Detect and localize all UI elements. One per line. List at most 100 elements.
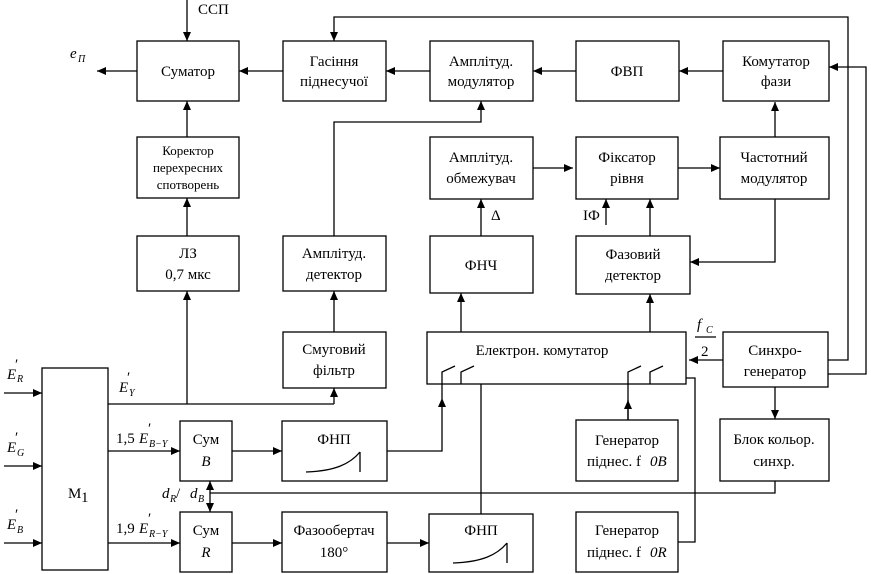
response-curve-top-icon (305, 451, 361, 473)
input-eb-label: E (6, 517, 16, 533)
gen-r-line1: Генератор (595, 523, 659, 539)
phase-switch-block (722, 40, 830, 102)
amplitude-modulator-line2: модулятор (448, 74, 515, 90)
amplitude-limiter-block (429, 136, 534, 200)
hf-predistortion-block (575, 40, 680, 102)
gen-r-sub: 0R (650, 545, 667, 561)
sum-b-block (179, 420, 233, 482)
sync-generator-line1: Синхро- (748, 343, 802, 359)
fraction-denominator: 2 (701, 344, 709, 360)
cross-distortion-corrector-block (136, 136, 240, 199)
db-label: d (190, 486, 198, 502)
phase-inverter-line1: Фазообертач (293, 523, 375, 539)
gen-b-line1: Генератор (595, 433, 659, 449)
phase-detector-line1: Фазовий (606, 247, 661, 263)
ry-sub: R−Y (148, 529, 169, 540)
delay-line-line2: 0,7 мкс (165, 267, 211, 283)
hf-predistortion-top-block (281, 420, 388, 482)
phase-inverter-block (281, 511, 388, 573)
input-eg-sub: G (17, 448, 24, 459)
corrector-line3: спотворень (157, 177, 220, 192)
phase-detector-block (575, 235, 691, 295)
sum-r-block (179, 511, 233, 573)
dr-db-slash: / (176, 486, 181, 502)
switch-contact-mid (460, 365, 475, 384)
gen-b-sub: 0B (650, 454, 667, 470)
phase-inverter-line2: 180° (320, 545, 349, 561)
level-clamp-block (575, 136, 679, 200)
amplitude-detector-block (282, 235, 387, 292)
ry-coef: 1,9 (116, 521, 135, 537)
switch-contact-left (441, 365, 456, 384)
adder-label: Суматор (161, 64, 215, 80)
corrector-line1: Коректор (162, 143, 213, 158)
electronic-switch-block (426, 331, 687, 385)
subcarrier-blanking-block (282, 40, 387, 102)
color-sync-line1: Блок кольор. (733, 432, 814, 448)
lowpass-filter-label: ФНЧ (465, 258, 498, 274)
phase-switch-line1: Комутатор (742, 54, 810, 70)
phase-detector-line2: детектор (605, 268, 661, 284)
ry-prime: ′ (148, 511, 151, 527)
input-er-sub: R (16, 374, 23, 385)
matrix-label-sub: 1 (81, 490, 89, 506)
delta-label: Δ (491, 208, 501, 224)
ry-signal: E (138, 521, 148, 537)
output-signal-label: e (70, 46, 77, 62)
matrix-block (41, 367, 109, 571)
hf-filter-top-label: ФНП (317, 432, 351, 448)
bandpass-filter-block (282, 331, 387, 389)
sum-r-line1: Сум (193, 523, 220, 539)
db-sub: B (198, 494, 204, 505)
subcarrier-blanking-line1: Гасіння (310, 54, 359, 70)
bandpass-filter-line1: Смуговий (302, 342, 365, 358)
amplitude-limiter-line1: Амплітуд. (449, 150, 513, 166)
subcarrier-gen-r-block (575, 511, 679, 573)
input-eg-prime: ′ (15, 430, 18, 446)
corrector-line2: перехресних (153, 160, 224, 175)
level-clamp-line2: рівня (610, 171, 644, 187)
by-coef: 1,5 (116, 431, 135, 447)
gen-r-line2: піднес. f (587, 545, 641, 561)
by-prime: ′ (148, 421, 151, 437)
matrix-label: M (68, 486, 81, 502)
input-eg-label: E (6, 440, 16, 456)
dr-label: d (162, 486, 170, 502)
adder-block (136, 40, 240, 102)
amplitude-detector-line2: детектор (306, 267, 362, 283)
fc-sub: C (706, 325, 713, 336)
electronic-switch-label: Електрон. комутатор (476, 343, 609, 359)
switch-contact-far (649, 365, 664, 384)
hf-predistortion-bottom-block (428, 513, 534, 573)
delay-line-line1: ЛЗ (179, 246, 197, 262)
phase-switch-line2: фази (761, 74, 791, 90)
level-clamp-line1: Фіксатор (598, 150, 655, 166)
input-eb-sub: B (17, 525, 23, 536)
dr-sub: R (169, 494, 176, 505)
input-eb-prime: ′ (15, 507, 18, 523)
sum-b-line2: B (201, 454, 210, 470)
color-sync-line2: синхр. (753, 454, 794, 470)
amplitude-modulator-line1: Амплітуд. (449, 54, 513, 70)
input-er-prime: ′ (15, 357, 18, 373)
delay-line-block (136, 235, 240, 292)
sum-b-line1: Сум (193, 432, 220, 448)
by-signal: E (138, 431, 148, 447)
lowpass-filter-block (429, 235, 534, 294)
subcarrier-blanking-line2: піднесучої (300, 74, 369, 90)
bandpass-filter-line2: фільтр (313, 363, 355, 379)
input-er-label: E (6, 367, 16, 383)
hf-filter-bottom-label: ФНП (464, 523, 498, 539)
amplitude-detector-line1: Амплітуд. (302, 246, 366, 262)
ey-label: E (118, 380, 128, 396)
ssp-label: ССП (198, 2, 229, 18)
ey-sub: Y (129, 388, 136, 399)
output-signal-sub: П (77, 54, 86, 65)
connections (4, 0, 867, 547)
response-curve-bottom-icon (452, 542, 508, 564)
sum-r-line2: R (200, 545, 210, 561)
color-sync-block (719, 418, 830, 482)
amplitude-limiter-line2: обмежувач (446, 171, 516, 187)
if-label: IФ (583, 208, 600, 224)
hf-predistortion-label: ФВП (611, 64, 644, 80)
